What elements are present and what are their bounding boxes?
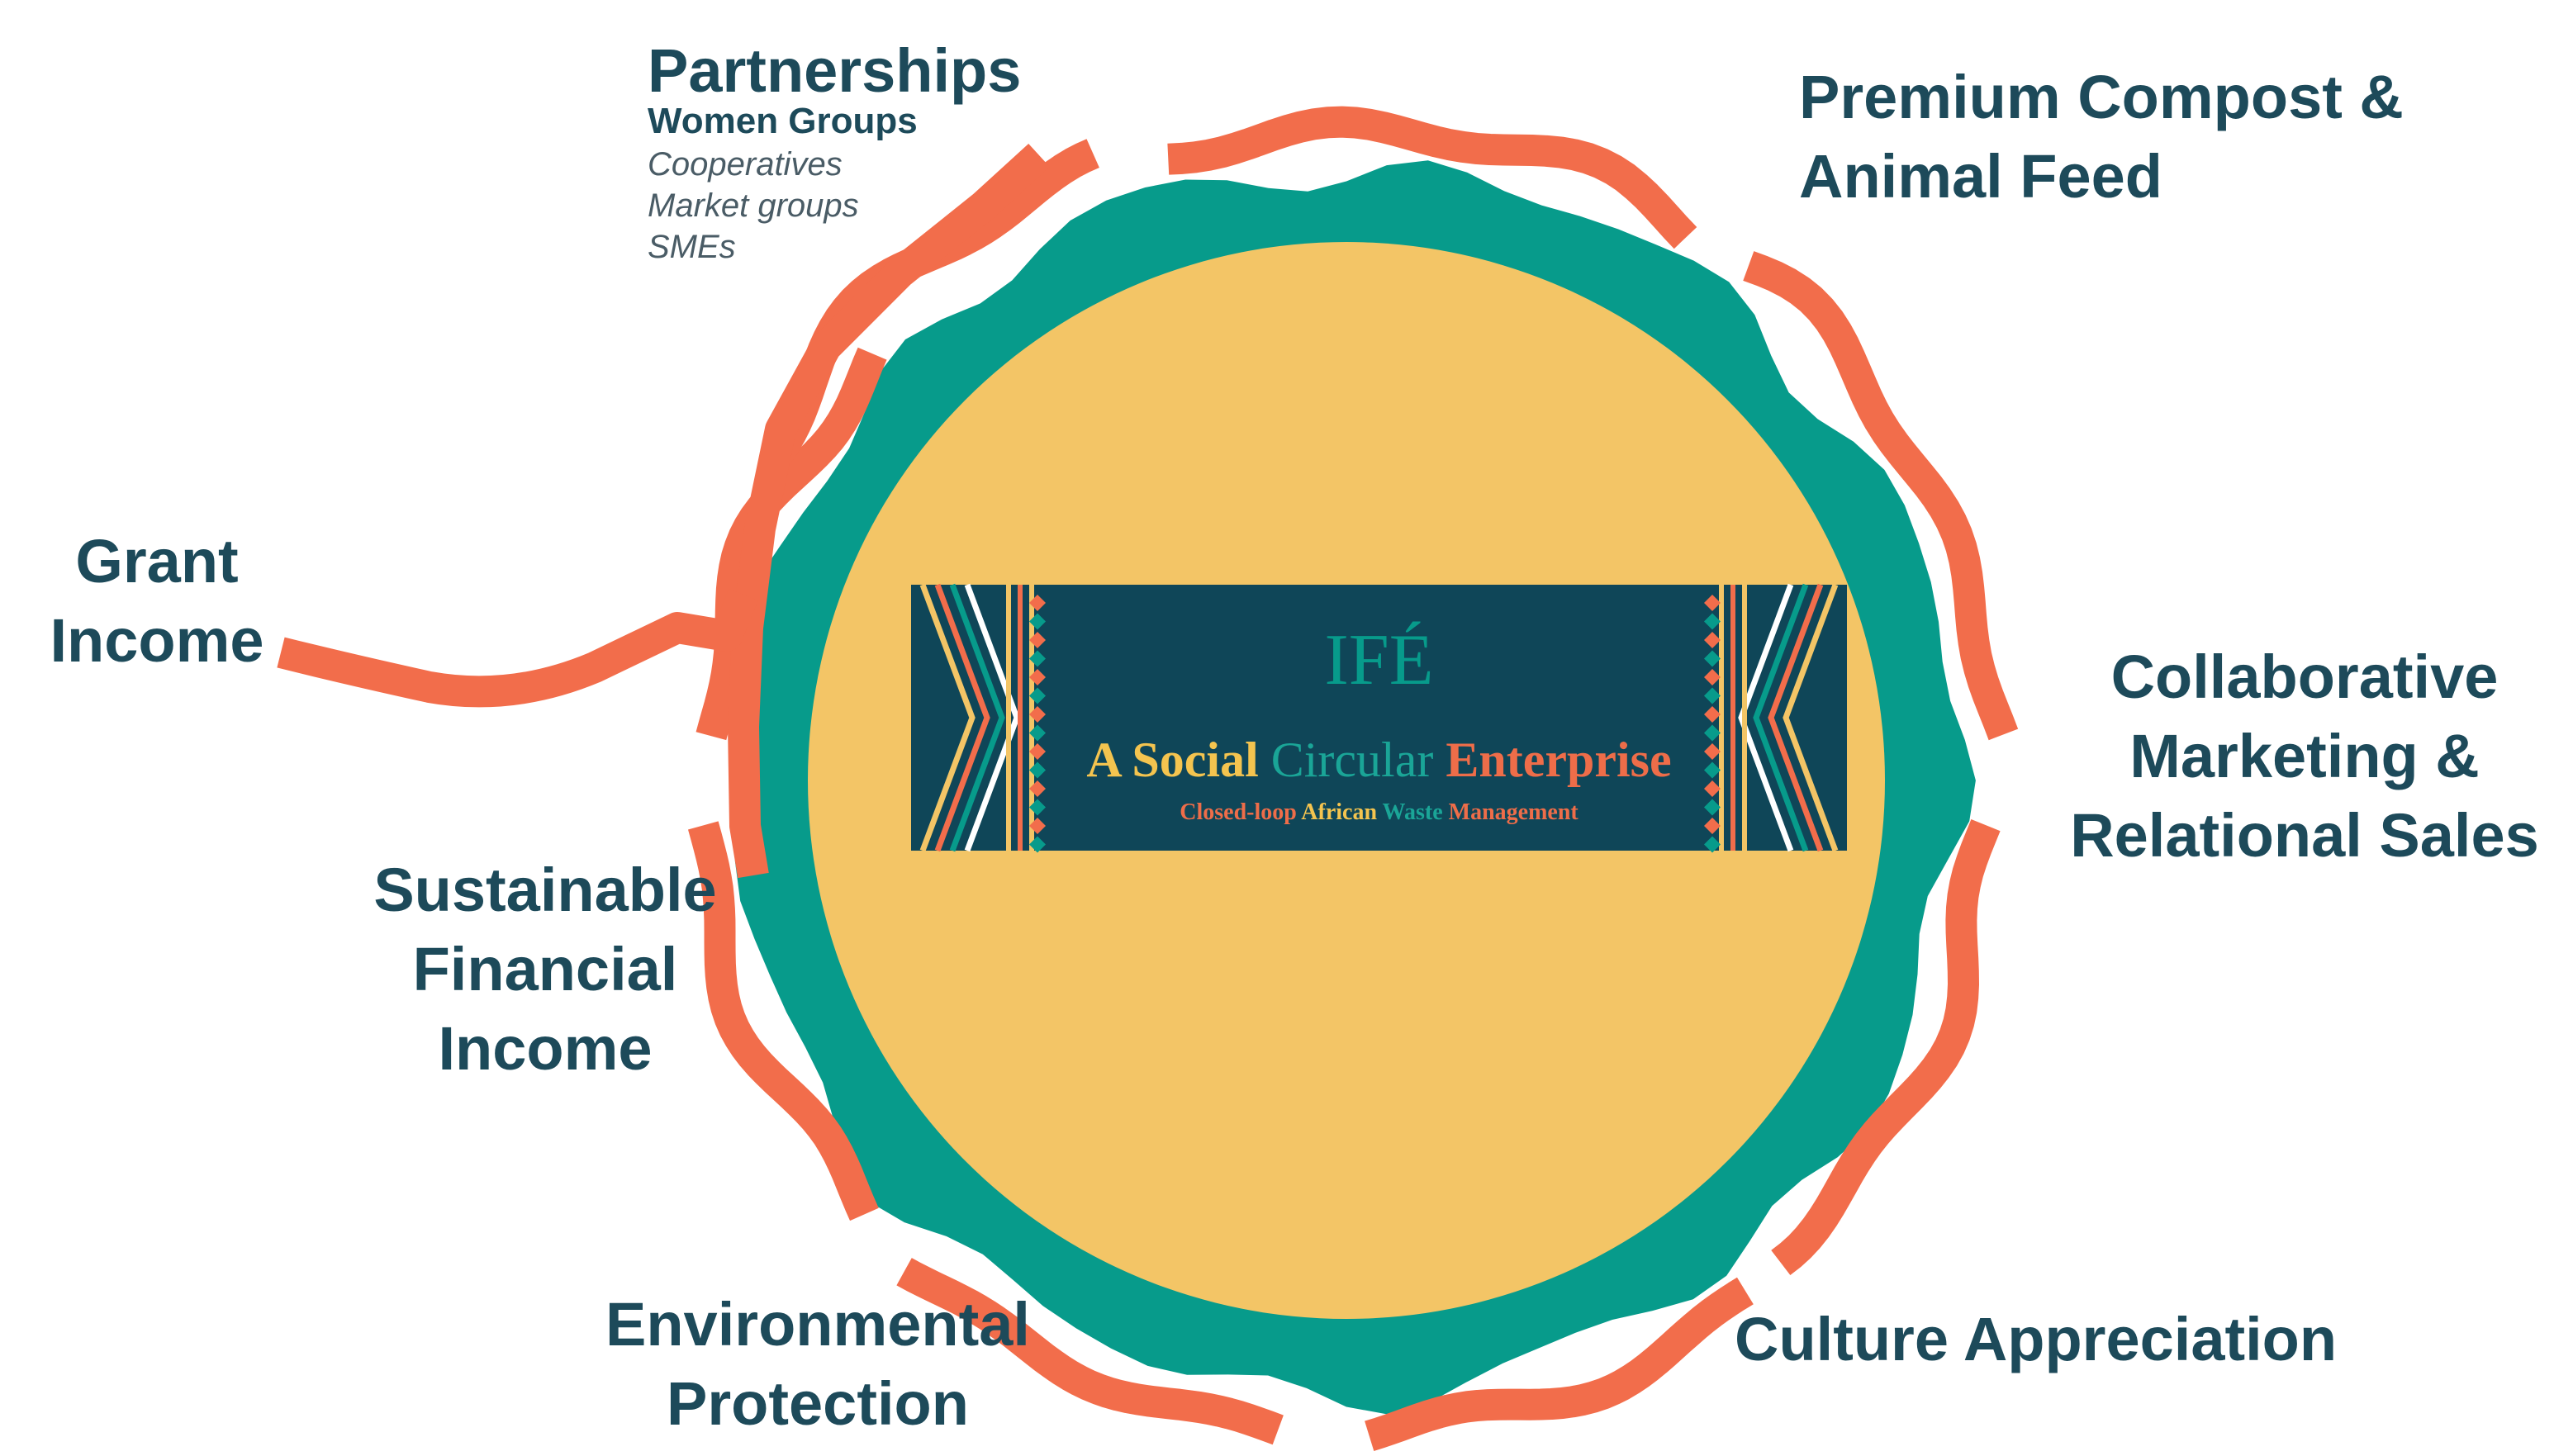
partnerships-item: SMEs: [648, 229, 736, 265]
environmental-line: Environmental: [605, 1290, 1030, 1359]
pattern-stripe: [1719, 585, 1724, 851]
sustainable-line: Income: [438, 1014, 653, 1083]
environmental-line: Protection: [667, 1369, 969, 1438]
pattern-chevron: [1753, 583, 1809, 852]
pattern-chevron: [1768, 583, 1824, 852]
orange-stream-layer: [277, 106, 2019, 1451]
label-collaborative-marketing: Collaborative Marketing & Relational Sal…: [2040, 638, 2569, 875]
pattern-stripe: [1006, 585, 1011, 851]
collaborative-line: Relational Sales: [2070, 801, 2539, 870]
logo-tagline: A Social Circular Enterprise: [1086, 733, 1671, 787]
pattern-diamond: [1029, 613, 1046, 630]
pattern-diamond: [1029, 687, 1046, 704]
logo-subline-word: Management: [1443, 799, 1579, 825]
pattern-diamond: [1704, 595, 1721, 611]
sustainable-line: Sustainable: [373, 856, 717, 924]
pattern-diamond: [1704, 687, 1721, 704]
partnerships-title: Partnerships: [648, 36, 1022, 105]
pattern-diamond: [1029, 836, 1046, 853]
pattern-diamond: [1029, 724, 1046, 742]
pattern-diamond: [1029, 650, 1046, 667]
premium-compost-line: Animal Feed: [1799, 142, 2162, 211]
pattern-diamond: [1704, 799, 1721, 816]
pattern-chevron: [919, 583, 976, 852]
label-culture-appreciation: Culture Appreciation: [1735, 1300, 2337, 1379]
ife-logo-banner: IFÉ A Social Circular EnterpriseClosed-lo…: [911, 583, 1847, 853]
pattern-diamond: [1704, 836, 1721, 853]
label-environmental-protection: Environmental Protection: [578, 1285, 1057, 1444]
pattern-stripe: [1029, 585, 1034, 851]
pattern-diamond: [1029, 669, 1046, 685]
pattern-diamond: [1029, 799, 1046, 816]
pattern-diamond: [1704, 669, 1721, 685]
pattern-chevron: [934, 583, 990, 852]
culture-line: Culture Appreciation: [1735, 1305, 2338, 1373]
partnerships-item: Cooperatives: [648, 146, 843, 183]
sustainable-line: Financial: [412, 935, 678, 1003]
pattern-diamond: [1029, 632, 1046, 648]
stream-lower-right: [1364, 1277, 1754, 1451]
grant-income-line: Grant: [75, 527, 239, 595]
pattern-diamond: [1029, 818, 1046, 834]
stream-top: [1166, 106, 1697, 249]
pattern-diamond: [1704, 818, 1721, 834]
pattern-diamond: [1704, 650, 1721, 667]
pattern-diamond: [1029, 706, 1046, 723]
stream-grant-income: [277, 588, 758, 708]
pattern-chevron: [1783, 583, 1839, 852]
stream-partnerships-inner: [728, 143, 1050, 879]
logo-subline-word: Closed-loop: [1180, 799, 1297, 825]
stream-upper-right: [1743, 251, 2019, 741]
pattern-diamond: [1704, 613, 1721, 630]
stream-right: [1771, 818, 2001, 1275]
pattern-chevron: [964, 583, 1020, 852]
logo-tagline-word: Circular: [1259, 733, 1434, 787]
logo-subline: Closed-loop African Waste Management: [1180, 799, 1578, 825]
pattern-stripe: [1742, 585, 1747, 851]
collaborative-line: Marketing &: [2129, 722, 2480, 790]
logo-tagline-word: Enterprise: [1433, 733, 1671, 787]
pattern-diamond: [1029, 780, 1046, 797]
stream-lower-left: [687, 820, 879, 1221]
logo-pattern-right: [1702, 583, 1847, 853]
pattern-diamond: [1704, 743, 1721, 760]
logo-subline-word: African: [1297, 799, 1378, 825]
logo-background: [911, 585, 1847, 851]
pattern-diamond: [1704, 761, 1721, 779]
logo-pattern-left: [911, 583, 1056, 853]
label-partnerships: Partnerships Women Groups Cooperatives M…: [648, 31, 1021, 268]
pattern-diamond: [1704, 724, 1721, 742]
logo-title: IFÉ: [1325, 620, 1434, 700]
pattern-diamond: [1704, 780, 1721, 797]
pattern-diamond: [1704, 632, 1721, 648]
pattern-stripe: [1730, 585, 1735, 851]
pattern-diamond: [1029, 595, 1046, 611]
logo-tagline-word: A Social: [1086, 733, 1258, 787]
label-grant-income: Grant Income: [33, 522, 281, 681]
label-sustainable-financial-income: Sustainable Financial Income: [347, 851, 743, 1088]
pattern-stripe: [1018, 585, 1023, 851]
label-premium-compost: Premium Compost & Animal Feed: [1799, 58, 2404, 216]
pattern-diamond: [1704, 706, 1721, 723]
partnerships-women-groups: Women Groups: [648, 101, 918, 141]
partnerships-item: Market groups: [648, 187, 859, 224]
pattern-chevron: [1738, 583, 1794, 852]
pattern-diamond: [1029, 761, 1046, 779]
stream-bottom: [896, 1258, 1284, 1445]
pattern-chevron: [949, 583, 1005, 852]
pattern-diamond: [1029, 743, 1046, 760]
collaborative-line: Collaborative: [2110, 643, 2499, 711]
logo-subline-word: Waste: [1377, 799, 1443, 825]
premium-compost-line: Premium Compost &: [1799, 63, 2404, 131]
grant-income-line: Income: [50, 606, 264, 675]
